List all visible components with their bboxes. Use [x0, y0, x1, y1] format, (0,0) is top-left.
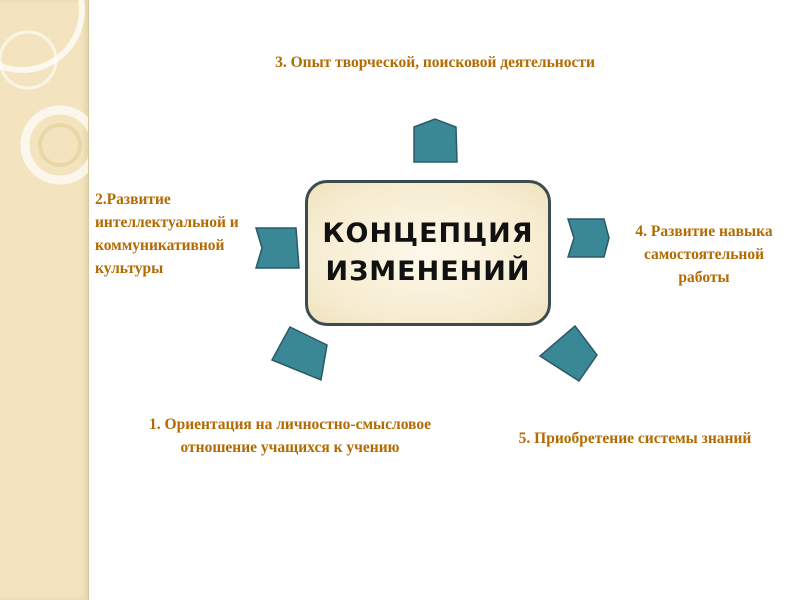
item-2-label: 2.Развитие интеллектуальной и коммуникат… [95, 191, 239, 277]
arrow-to-item3 [413, 118, 458, 163]
item-5-label: 5. Приобретение системы знаний [518, 430, 752, 447]
arrow-to-item2 [254, 227, 300, 269]
decorative-rings [0, 0, 88, 185]
item-4-label: 4. Развитие навыка самостоятельной работ… [635, 223, 773, 286]
item-1-label: 1. Ориентация на личностно-смысловое отн… [149, 416, 431, 456]
item-3-label: 3. Опыт творческой, поисковой деятельнос… [275, 54, 595, 71]
arrow-to-item5 [538, 324, 598, 383]
arrow-to-item4 [566, 218, 610, 258]
arrow-to-item1 [270, 326, 328, 382]
decorative-sidebar [0, 0, 89, 600]
center-concept-label: КОНЦЕПЦИЯ ИЗМЕНЕНИЙ [322, 218, 534, 287]
center-concept-box: КОНЦЕПЦИЯ ИЗМЕНЕНИЙ [305, 180, 551, 326]
